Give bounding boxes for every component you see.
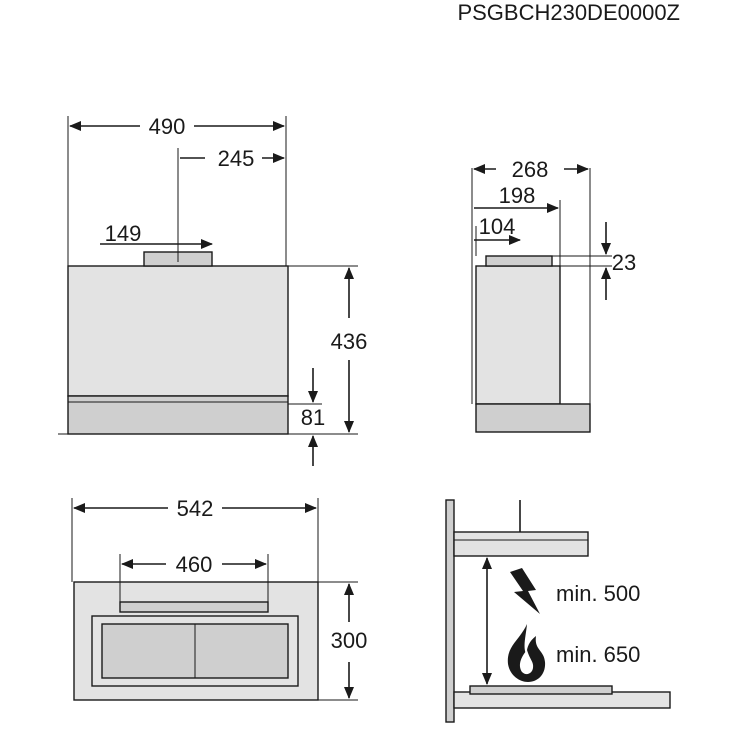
hob bbox=[469, 685, 613, 695]
top-inner-width-label: 460 bbox=[176, 552, 213, 577]
hood-body-side bbox=[475, 265, 561, 405]
outlet-side bbox=[485, 255, 553, 267]
front-outlet-width-label: 149 bbox=[105, 221, 142, 246]
flame-icon bbox=[507, 624, 546, 682]
side-depth-mid-label: 198 bbox=[499, 183, 536, 208]
model-code: PSGBCH230DE0000Z bbox=[457, 0, 680, 25]
hood-side-clearance bbox=[453, 531, 589, 557]
front-view: 490 245 149 436 81 bbox=[58, 114, 367, 466]
side-depth-label: 268 bbox=[512, 157, 549, 182]
side-outlet-height-label: 23 bbox=[612, 250, 636, 275]
hood-body-front bbox=[67, 265, 289, 397]
hood-bottom-side bbox=[475, 403, 591, 433]
top-view: 542 460 300 bbox=[71, 496, 368, 701]
wall bbox=[445, 499, 455, 723]
top-depth-label: 300 bbox=[331, 628, 368, 653]
front-bottom-height-label: 81 bbox=[301, 405, 325, 430]
top-width-label: 542 bbox=[177, 496, 214, 521]
top-outlet bbox=[119, 601, 269, 613]
electric-clearance-label: min. 500 bbox=[556, 581, 640, 606]
front-width-label: 490 bbox=[149, 114, 186, 139]
front-height-label: 436 bbox=[331, 329, 368, 354]
lightning-icon bbox=[510, 568, 540, 614]
gas-clearance-label: min. 650 bbox=[556, 642, 640, 667]
front-outlet-offset-label: 245 bbox=[218, 146, 255, 171]
side-outlet-offset-label: 104 bbox=[479, 214, 516, 239]
side-view: 268 198 104 23 bbox=[471, 157, 636, 433]
clearance-view: min. 500 min. 650 bbox=[445, 499, 671, 723]
